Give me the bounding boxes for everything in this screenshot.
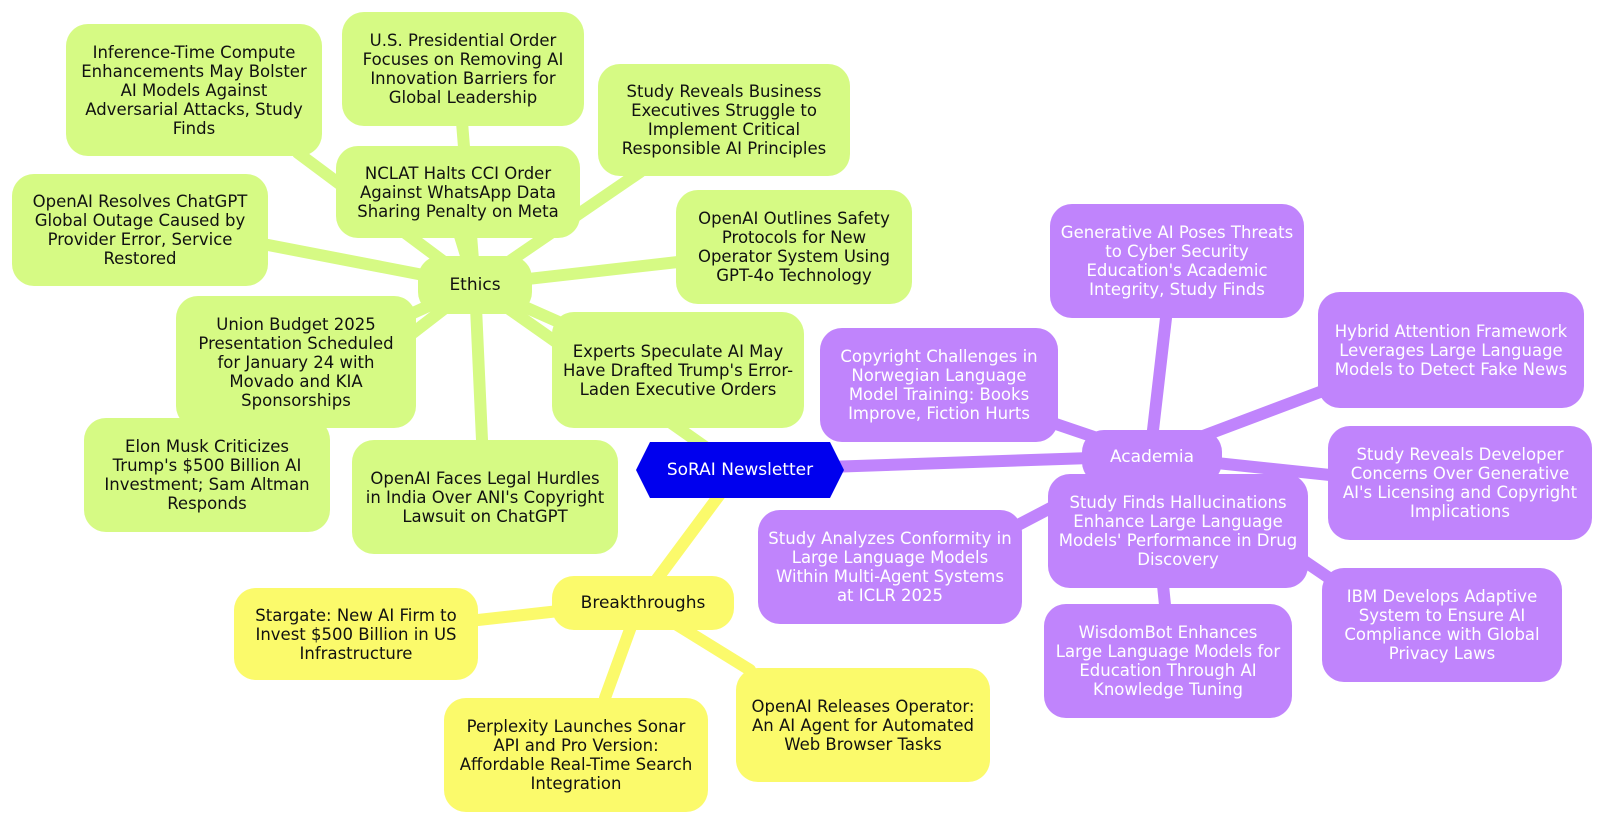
branch-ethics-label: Ethics xyxy=(449,274,501,295)
academia-item-hallucinations: Study Finds Hallucinations Enhance Large… xyxy=(1048,474,1308,588)
breakthroughs-item-operator: OpenAI Releases Operator: An AI Agent fo… xyxy=(736,668,990,782)
ethics-item-inference-compute: Inference-Time Compute Enhancements May … xyxy=(66,24,322,156)
academia-item-conformity: Study Analyzes Conformity in Large Langu… xyxy=(758,510,1022,624)
breakthroughs-item-stargate: Stargate: New AI Firm to Invest $500 Bil… xyxy=(234,588,478,680)
ethics-item-business-executives: Study Reveals Business Executives Strugg… xyxy=(598,64,850,176)
academia-item-norwegian-copyright: Copyright Challenges in Norwegian Langua… xyxy=(820,328,1058,442)
ethics-item-ani-lawsuit: OpenAI Faces Legal Hurdles in India Over… xyxy=(352,440,618,554)
ethics-item-safety-protocols: OpenAI Outlines Safety Protocols for New… xyxy=(676,190,912,304)
root-node: SoRAI Newsletter xyxy=(636,442,844,498)
root-hexagon-shape xyxy=(636,442,844,498)
ethics-item-nclat: NCLAT Halts CCI Order Against WhatsApp D… xyxy=(336,146,580,238)
breakthroughs-item-perplexity: Perplexity Launches Sonar API and Pro Ve… xyxy=(444,698,708,812)
academia-item-wisdombot: WisdomBot Enhances Large Language Models… xyxy=(1044,604,1292,718)
ethics-item-presidential-order: U.S. Presidential Order Focuses on Remov… xyxy=(342,12,584,126)
academia-item-cyber-security: Generative AI Poses Threats to Cyber Sec… xyxy=(1050,204,1304,318)
root-label: SoRAI Newsletter xyxy=(666,460,814,480)
ethics-item-elon-musk: Elon Musk Criticizes Trump's $500 Billio… xyxy=(84,418,330,532)
branch-breakthroughs-label: Breakthroughs xyxy=(580,592,706,613)
ethics-item-experts-speculate: Experts Speculate AI May Have Drafted Tr… xyxy=(552,312,804,428)
academia-item-developer-concerns: Study Reveals Developer Concerns Over Ge… xyxy=(1328,426,1592,540)
ethics-item-chatgpt-outage: OpenAI Resolves ChatGPT Global Outage Ca… xyxy=(12,174,268,286)
academia-item-hybrid-attention: Hybrid Attention Framework Leverages Lar… xyxy=(1318,292,1584,408)
academia-item-ibm-compliance: IBM Develops Adaptive System to Ensure A… xyxy=(1322,568,1562,682)
ethics-item-union-budget: Union Budget 2025 Presentation Scheduled… xyxy=(176,296,416,428)
branch-breakthroughs: Breakthroughs xyxy=(552,576,734,630)
branch-ethics: Ethics xyxy=(418,256,532,314)
branch-academia-label: Academia xyxy=(1109,446,1195,467)
